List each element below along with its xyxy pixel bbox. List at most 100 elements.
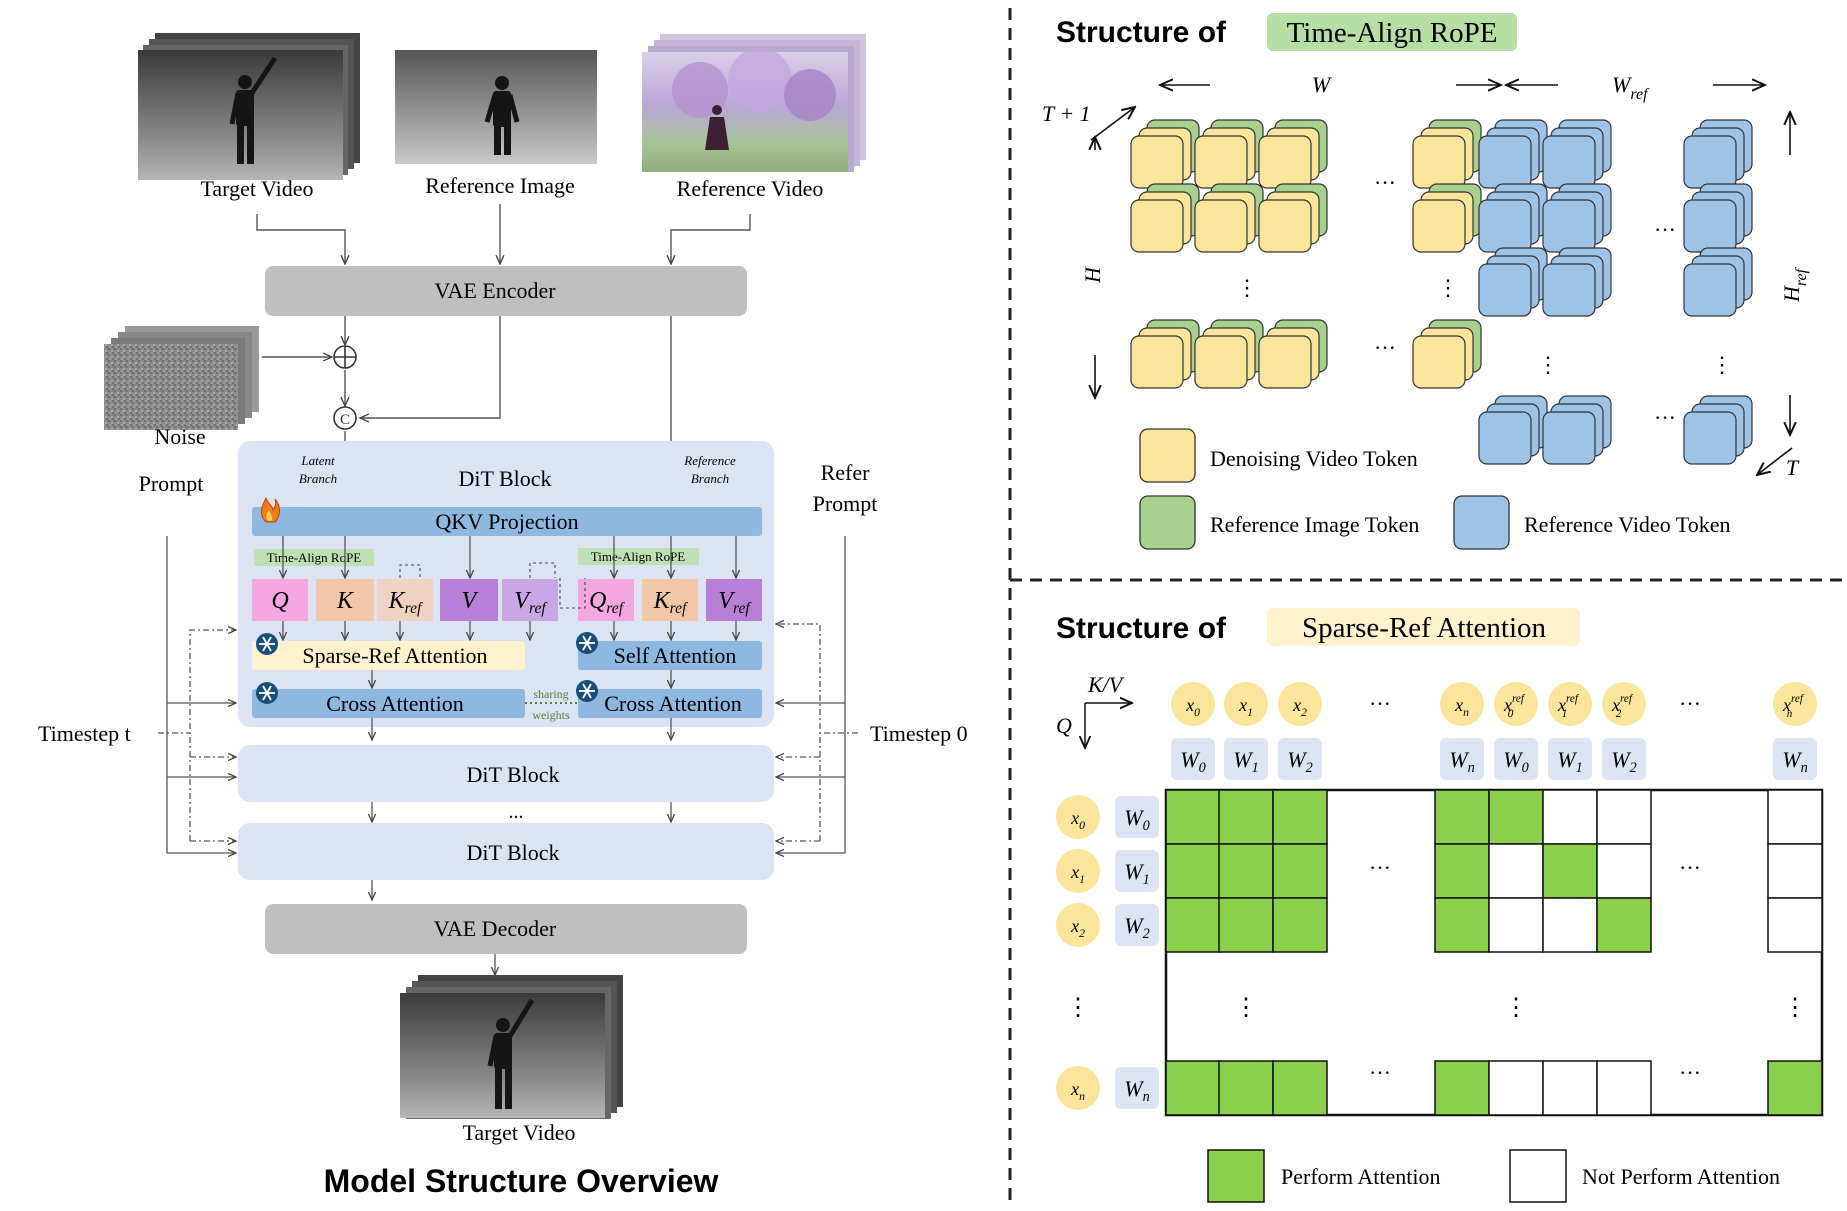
- col-w-label: Wn: [1782, 747, 1807, 776]
- denoising-token-cube: [1258, 183, 1328, 253]
- attention-cell-performed: [1434, 897, 1490, 953]
- row-x-label: x2: [1070, 916, 1085, 940]
- col-x-label: xn: [1454, 695, 1469, 719]
- frozen-snowflake-icon: [576, 680, 598, 702]
- token-box-k-ref-2: [642, 579, 698, 621]
- legend-perform-label: Perform Attention: [1281, 1164, 1440, 1189]
- cross-attention-right-label: Cross Attention: [604, 691, 742, 716]
- token-label-q: Q: [271, 588, 288, 614]
- token-label-k: K: [336, 588, 355, 614]
- cross-attention-right-block: [578, 689, 762, 718]
- timestep-0-label: Timestep 0: [870, 721, 968, 746]
- attention-cell-not-performed: [1542, 789, 1598, 845]
- qkv-projection-block: [252, 507, 762, 536]
- attention-cell-not-performed: [1542, 897, 1598, 953]
- denoising-token-cube: [1194, 119, 1264, 189]
- col-w-label: W1: [1557, 747, 1582, 776]
- add-operator-icon: [333, 345, 357, 369]
- attention-ellipsis-h: ···: [1679, 1060, 1701, 1085]
- attention-mask-grid: [1164, 788, 1824, 1117]
- output-target-video-image: [400, 975, 623, 1119]
- reference-video-label: Reference Video: [677, 176, 824, 201]
- col-w-badge: [1548, 738, 1592, 780]
- attention-ellipsis-h: ···: [1369, 1060, 1391, 1085]
- concat-operator-icon: C: [333, 406, 357, 430]
- dit-block-3: [238, 823, 774, 880]
- col-w-label: W1: [1233, 747, 1258, 776]
- attention-cell-performed: [1272, 897, 1328, 953]
- person-figure: [705, 105, 729, 150]
- rope-ellipsis: ···: [1374, 335, 1396, 360]
- row-x-badge: [1056, 795, 1100, 839]
- attention-cell-performed: [1218, 897, 1274, 953]
- token-label-v-ref: Vref: [514, 588, 548, 617]
- rope-dimension-arrows: [1091, 85, 1792, 475]
- attention-panel-title-highlight: Sparse-Ref Attention: [1302, 612, 1547, 644]
- frozen-snowflake-icon: [256, 633, 278, 655]
- rope-label-h: H: [1080, 266, 1105, 284]
- denoising-token-cube: [1130, 319, 1200, 389]
- qkv-projection-label: QKV Projection: [435, 509, 578, 534]
- overview-title: Model Structure Overview: [324, 1163, 719, 1199]
- frozen-snowflake-icon: [576, 632, 598, 654]
- attention-ellipsis-v: ⋮: [1066, 995, 1090, 1021]
- attention-cell-performed: [1596, 897, 1652, 953]
- row-w-label: W1: [1124, 859, 1149, 888]
- legend-not-perform-swatch: [1509, 1149, 1567, 1203]
- sparse-ref-attention-block: [252, 641, 525, 670]
- sharing-label-line2: weights: [532, 708, 570, 722]
- svg-text:C: C: [340, 412, 350, 428]
- self-attention-block: [578, 641, 762, 670]
- rope-panel-title-highlight-bg: [1267, 13, 1517, 51]
- qkv-axis-arrows: [1085, 703, 1132, 748]
- ref-video-token-cube: [1683, 183, 1753, 253]
- ref-video-token-cube: [1683, 119, 1753, 189]
- attention-cell-not-performed: [1767, 843, 1823, 899]
- output-target-video-label: Target Video: [462, 1120, 575, 1145]
- attention-cell-not-performed: [1488, 897, 1544, 953]
- col-w-badge: [1224, 738, 1268, 780]
- reference-branch-label-line1: Reference: [683, 453, 736, 468]
- attention-cell-performed: [1767, 1060, 1823, 1116]
- denoising-token-cube: [1130, 183, 1200, 253]
- rope-label-right-bg: [578, 548, 699, 565]
- attention-ellipsis-v: ⋮: [1504, 995, 1528, 1021]
- token-box-v-ref-2: [706, 579, 762, 621]
- rope-ellipsis: ···: [1374, 170, 1396, 195]
- cross-attention-left-label: Cross Attention: [326, 691, 464, 716]
- legend-ref-video-label: Reference Video Token: [1524, 512, 1730, 537]
- latent-branch-label-line1: Latent: [300, 453, 335, 468]
- self-attention-label: Self Attention: [614, 643, 737, 668]
- rope-panel-title-highlight: Time-Align RoPE: [1287, 17, 1498, 49]
- target-video-input-image: [138, 33, 360, 180]
- denoising-token-cube: [1194, 183, 1264, 253]
- noise-image: [104, 326, 259, 430]
- attention-cell-performed: [1434, 1060, 1490, 1116]
- token-box-q: [252, 579, 308, 621]
- col-x-badge: [1171, 682, 1215, 726]
- input-to-encoder-arrows: [256, 204, 751, 264]
- ref-video-token-cube: [1542, 395, 1612, 465]
- col-x-badge: [1278, 682, 1322, 726]
- row-x-label: x1: [1070, 862, 1085, 886]
- rope-label-w: W: [1312, 72, 1332, 97]
- col-x-label: x1: [1238, 695, 1253, 719]
- attention-ellipsis-h: ···: [1369, 855, 1391, 880]
- legend-ref-image-label: Reference Image Token: [1210, 512, 1419, 537]
- rope-ellipsis: ···: [1654, 217, 1676, 242]
- attention-panel-title-prefix: Structure of: [1056, 612, 1227, 645]
- token-box-k: [316, 579, 374, 621]
- attention-cell-performed: [1218, 843, 1274, 899]
- dit-block-2: [238, 745, 774, 802]
- col-x-label: x0: [1185, 695, 1200, 719]
- rope-label-wref: Wref: [1612, 72, 1650, 103]
- row-x-badge: [1056, 849, 1100, 893]
- col-w-badge: [1494, 738, 1538, 780]
- col-w-label: Wn: [1449, 747, 1474, 776]
- col-w-badge: [1602, 738, 1646, 780]
- legend-perform-swatch: [1207, 1149, 1265, 1203]
- denoising-token-cube: [1258, 319, 1328, 389]
- refer-prompt-label-line1: Refer: [821, 460, 871, 485]
